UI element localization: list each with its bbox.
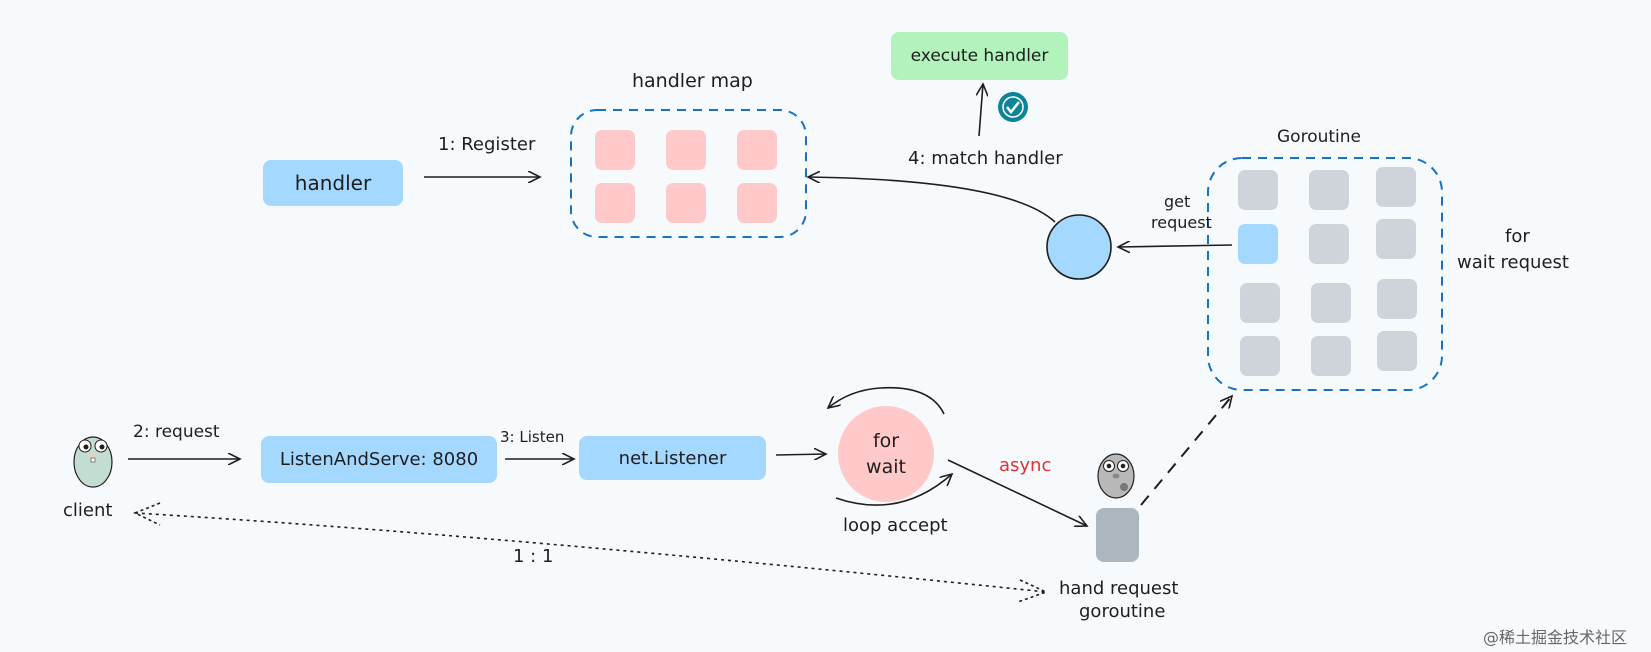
watermark: @稀土掘金技术社区 bbox=[1483, 628, 1628, 647]
listen-step-label: 3: Listen bbox=[500, 428, 565, 446]
match-handler-label: 4: match handler bbox=[908, 148, 1063, 169]
for-text: for bbox=[872, 430, 900, 452]
loop-accept-label: loop accept bbox=[843, 515, 948, 536]
listen-and-serve-box: ListenAndServe: 8080 bbox=[261, 436, 497, 483]
for-wait-circle bbox=[838, 406, 934, 502]
one-to-one-head-right bbox=[1017, 579, 1049, 603]
for-label: for bbox=[1505, 226, 1530, 247]
goroutine-pool-container bbox=[1207, 157, 1443, 391]
goroutine-title: Goroutine bbox=[1277, 127, 1361, 147]
listen-and-serve-label: ListenAndServe: 8080 bbox=[279, 449, 479, 470]
async-label: async bbox=[999, 455, 1052, 476]
goroutine-slot bbox=[1240, 283, 1280, 323]
ratio-label: 1 : 1 bbox=[513, 546, 554, 567]
client-label: client bbox=[63, 500, 113, 521]
gopher-icon bbox=[73, 436, 113, 488]
handler-slot bbox=[737, 183, 777, 223]
handler-slot bbox=[595, 183, 635, 223]
hand-request-label: hand request bbox=[1059, 578, 1179, 599]
active-goroutine-slot bbox=[1238, 224, 1278, 264]
goroutine-slot bbox=[1311, 283, 1351, 323]
goroutine-lower-label: goroutine bbox=[1079, 601, 1166, 622]
execute-handler-box: execute handler bbox=[891, 32, 1068, 80]
gopher-gray-icon bbox=[1097, 453, 1135, 499]
goroutine-slot bbox=[1376, 219, 1416, 259]
accept-arrow bbox=[775, 454, 826, 455]
request-step-label: 2: request bbox=[133, 422, 220, 442]
goroutine-slot bbox=[1311, 336, 1351, 376]
loop-bottom-arrow bbox=[835, 474, 952, 506]
async-arrow bbox=[947, 459, 1087, 526]
wait-text: wait bbox=[866, 456, 906, 478]
goroutine-slot bbox=[1377, 279, 1417, 319]
loop-top-arrow bbox=[828, 386, 945, 415]
request-label: request bbox=[1151, 213, 1212, 232]
goroutine-slot bbox=[1377, 331, 1417, 371]
handler-map-container bbox=[570, 109, 807, 238]
handler-slot bbox=[737, 130, 777, 170]
register-label: 1: Register bbox=[438, 134, 536, 155]
handler-box: handler bbox=[263, 160, 403, 206]
handler-slot bbox=[595, 130, 635, 170]
for-wait-text: for wait bbox=[846, 428, 926, 480]
goroutine-slot bbox=[1309, 170, 1349, 210]
check-circle-icon bbox=[998, 92, 1028, 122]
goroutine-slot bbox=[1309, 224, 1349, 264]
pool-dashed-arrow bbox=[1140, 396, 1232, 506]
handler-label: handler bbox=[294, 171, 372, 195]
match-arrow bbox=[808, 177, 1056, 223]
one-to-one-head-left bbox=[133, 502, 161, 526]
wait-request-label: wait request bbox=[1457, 252, 1569, 273]
handler-map-title: handler map bbox=[632, 70, 753, 92]
execute-handler-label: execute handler bbox=[910, 46, 1049, 66]
get-request-arrow bbox=[1118, 245, 1233, 247]
net-listener-label: net.Listener bbox=[618, 447, 727, 469]
goroutine-slot bbox=[1240, 336, 1280, 376]
goroutine-slot bbox=[1238, 170, 1278, 210]
request-circle bbox=[1046, 214, 1112, 280]
handler-slot bbox=[666, 130, 706, 170]
execute-arrow bbox=[979, 84, 983, 137]
net-listener-box: net.Listener bbox=[579, 436, 766, 480]
get-label: get bbox=[1164, 192, 1191, 211]
goroutine-slot bbox=[1376, 167, 1416, 207]
hand-request-goroutine-box bbox=[1096, 508, 1139, 562]
handler-slot bbox=[666, 183, 706, 223]
